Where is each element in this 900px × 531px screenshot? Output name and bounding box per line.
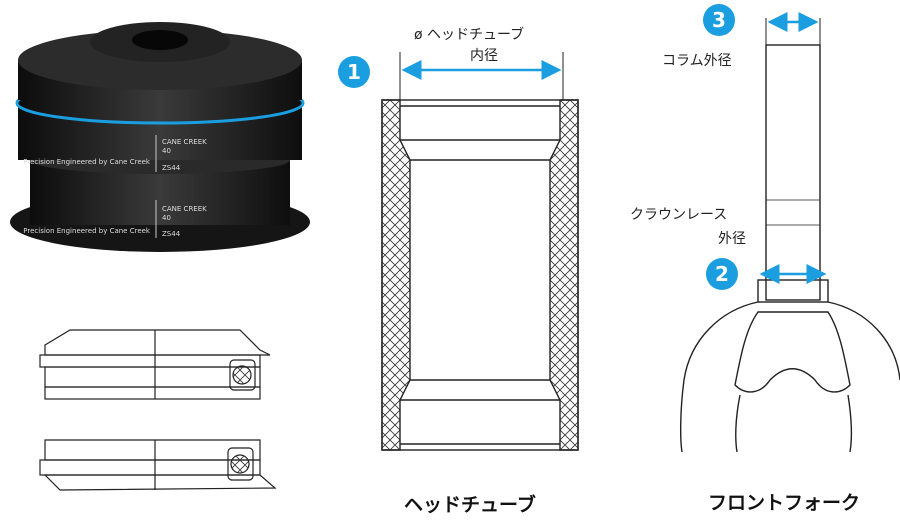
head-tube-dimension-label-2: 内径 [470,48,498,64]
badge-1: 1 [338,56,370,88]
badge-3: 3 [703,4,735,36]
head-tube-caption: ヘッドチューブ [404,494,536,516]
head-tube-drawing [381,52,579,451]
cup-brand: CANE CREEK [162,205,207,213]
cup-model: 40 [162,214,171,222]
fork-caption: フロントフォーク [708,492,861,514]
cup-model: 40 [162,147,171,155]
crown-race-label-2: 外径 [718,231,746,247]
cup-size: ZS44 [162,230,181,238]
fork-drawing [679,18,900,453]
cup-tagline: Precision Engineered by Cane Creek [23,227,150,235]
cup-tagline: Precision Engineered by Cane Creek [23,158,150,166]
cup-brand: CANE CREEK [162,138,207,146]
crown-race-label: クラウンレース [630,207,728,223]
column-label: コラム外径 [662,53,732,69]
head-tube-dimension-label: ø ヘッドチューブ [414,27,525,43]
badge-2: 2 [706,258,738,290]
headset-photo [10,22,310,252]
cup-size: ZS44 [162,164,181,172]
headset-cross-section [39,329,277,491]
